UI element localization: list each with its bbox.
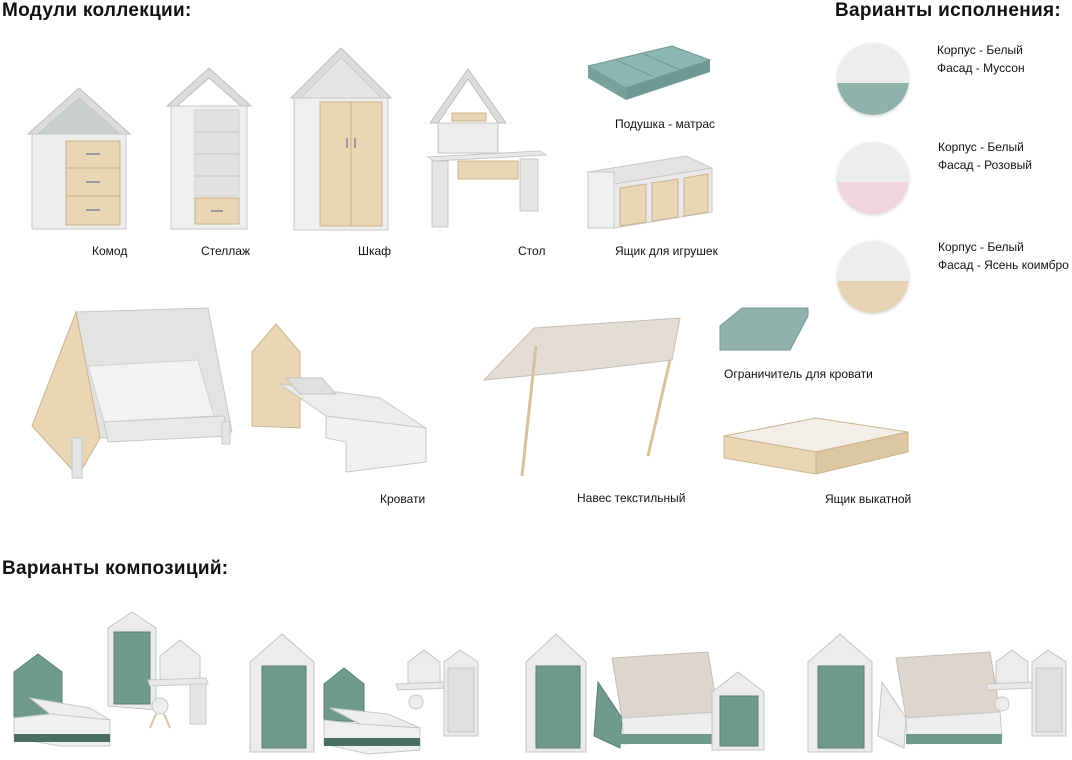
toy-box-label: Ящик для игрушек [615,244,718,258]
composition-2-image [249,633,479,755]
composition-1-image [13,611,209,747]
composition-3-image [525,633,765,753]
variant-2-body: Корпус - Белый [938,140,1024,154]
podushka-label: Подушка - матрас [615,117,716,131]
pullout-drawer-image [723,417,909,475]
shkaf-image [289,47,393,231]
tent-bed-image [31,307,233,479]
modules-heading: Модули коллекции: [2,0,192,21]
stol-image [426,68,548,228]
variant-1-text: Корпус - Белый Фасад - Муссон [937,41,1025,77]
pullout-drawer-label: Ящик выкатной [825,492,912,506]
bed-guard-label: Ограничитель для кровати [724,367,873,381]
variant-3-text: Корпус - Белый Фасад - Ясень коимбро [938,238,1069,274]
composition-4-image [807,633,1067,753]
variant-2-text: Корпус - Белый Фасад - Розовый [938,138,1032,174]
compositions-heading: Варианты композиций: [2,558,229,579]
bed-guard-image [719,307,809,351]
naves-label: Навес текстильный [577,491,686,505]
komod-label: Комод [92,244,128,258]
variant-2-color [837,181,909,214]
variants-heading: Варианты исполнения: [835,0,1061,21]
toy-box-image [586,155,714,229]
variant-3-body: Корпус - Белый [938,240,1024,254]
canopy-image [482,317,681,477]
variant-1-facade: Фасад - Муссон [937,61,1025,75]
stol-label: Стол [518,244,546,258]
shkaf-label: Шкаф [358,244,392,258]
variant-2-facade: Фасад - Розовый [938,158,1032,172]
stellazh-image [165,67,253,230]
komod-image [26,87,132,230]
house-bed-image [251,323,427,473]
variant-swatch-1 [837,43,909,115]
stellazh-label: Стеллаж [201,244,251,258]
variant-3-facade: Фасад - Ясень коимбро [938,258,1069,272]
variant-swatch-3 [837,241,909,313]
variant-3-color [837,280,909,313]
podushka-image [586,45,712,100]
krovati-label: Кровати [380,492,426,506]
variant-1-color [837,82,909,115]
variant-1-body: Корпус - Белый [937,43,1023,57]
variant-swatch-2 [837,142,909,214]
